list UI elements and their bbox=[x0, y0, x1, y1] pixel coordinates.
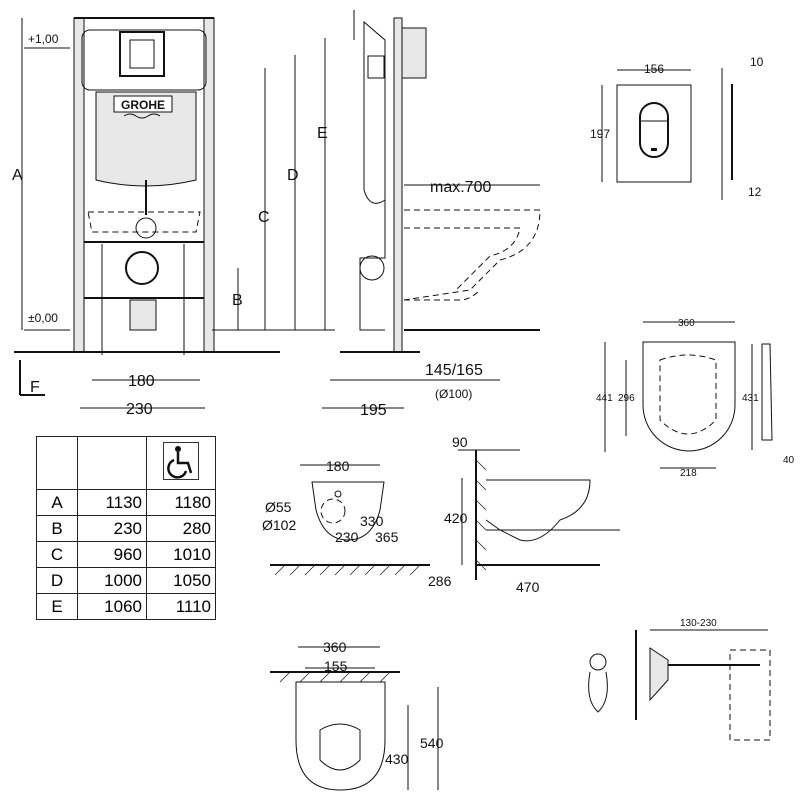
dimension-label: 130-230 bbox=[680, 618, 717, 629]
dimension-label: 296 bbox=[618, 393, 635, 404]
dimension-label: (Ø100) bbox=[435, 387, 472, 401]
dimension-label: 155 bbox=[324, 658, 348, 674]
dimension-label: Ø102 bbox=[262, 517, 296, 533]
flush-plate-drawing: 156 197 10 12 bbox=[590, 55, 764, 200]
brand-logo: GROHE bbox=[113, 95, 173, 119]
dimension-label: 156 bbox=[644, 62, 664, 76]
dimension-label: 230 bbox=[126, 401, 153, 418]
table-cell: 1010 bbox=[146, 541, 216, 568]
dimension-label: D bbox=[287, 167, 299, 184]
wheelchair-accessible-icon bbox=[163, 441, 199, 480]
dimension-label: 90 bbox=[452, 434, 468, 450]
dimension-label: 365 bbox=[375, 529, 399, 545]
dimension-label: 180 bbox=[326, 458, 350, 474]
fixing-drawing: 130-230 bbox=[588, 618, 771, 741]
table-header-row bbox=[36, 436, 216, 490]
dimension-label: Ø55 bbox=[265, 499, 292, 515]
dimension-label: 230 bbox=[335, 529, 359, 545]
table-cell: 230 bbox=[77, 515, 147, 542]
seat-drawing: 360 441 296 431 218 40 bbox=[596, 318, 795, 479]
dimension-label: 470 bbox=[516, 579, 540, 595]
dimension-label: 360 bbox=[678, 318, 695, 329]
bowl-top-view: 360 155 430 540 bbox=[270, 639, 444, 791]
dimension-label: ±0,00 bbox=[28, 311, 58, 325]
frame-side-view: max.700 195 145/165 (Ø100) bbox=[322, 10, 541, 419]
table-cell: 1000 bbox=[77, 567, 147, 594]
table-cell: C bbox=[36, 541, 78, 568]
dimension-label: F bbox=[30, 379, 40, 396]
table-cell: B bbox=[36, 515, 78, 542]
table-cell: 960 bbox=[77, 541, 147, 568]
dimension-label: 218 bbox=[680, 468, 697, 479]
table-cell: 1180 bbox=[146, 489, 216, 516]
table-cell: D bbox=[36, 567, 78, 594]
table-cell: A bbox=[36, 489, 78, 516]
dimension-label: 197 bbox=[590, 127, 610, 141]
dimension-label: 40 bbox=[783, 455, 795, 466]
table-cell bbox=[146, 436, 216, 490]
table-cell: 280 bbox=[146, 515, 216, 542]
dimension-label: 431 bbox=[742, 393, 759, 404]
dimension-label: GROHE bbox=[121, 98, 165, 112]
frame-front-view: GROHE +1,00 ±0,00 A B C D E bbox=[12, 17, 335, 418]
table-cell: 1050 bbox=[146, 567, 216, 594]
dimension-label: 360 bbox=[323, 639, 347, 655]
bowl-rear-view: 180 Ø55 Ø102 330 230 365 bbox=[262, 458, 430, 576]
dimension-label: B bbox=[232, 292, 243, 309]
dimension-label: 540 bbox=[420, 735, 444, 751]
dimension-label: +1,00 bbox=[28, 32, 59, 46]
dimension-label: 195 bbox=[360, 402, 387, 419]
table-cell: 1130 bbox=[77, 489, 147, 516]
dimension-label: 180 bbox=[128, 373, 155, 390]
dimension-label: 420 bbox=[444, 510, 468, 526]
dimension-label: 330 bbox=[360, 513, 384, 529]
dimension-label: E bbox=[317, 125, 328, 142]
dimension-label: 10 bbox=[750, 55, 764, 69]
dimension-label: max.700 bbox=[430, 179, 491, 196]
table-cell: E bbox=[36, 593, 78, 620]
dimension-label: C bbox=[258, 209, 270, 226]
dimension-label: 441 bbox=[596, 393, 613, 404]
dimension-label: 145/165 bbox=[425, 362, 483, 379]
bowl-side-view: 90 420 286 470 bbox=[428, 434, 620, 595]
dimension-label: 430 bbox=[385, 751, 409, 767]
table-cell bbox=[36, 436, 78, 490]
table-cell: 1110 bbox=[146, 593, 216, 620]
table-cell: 1060 bbox=[77, 593, 147, 620]
dimension-label: 12 bbox=[748, 185, 762, 199]
table-cell bbox=[77, 436, 147, 490]
dimension-label: A bbox=[12, 167, 23, 184]
dimension-label: 286 bbox=[428, 573, 452, 589]
